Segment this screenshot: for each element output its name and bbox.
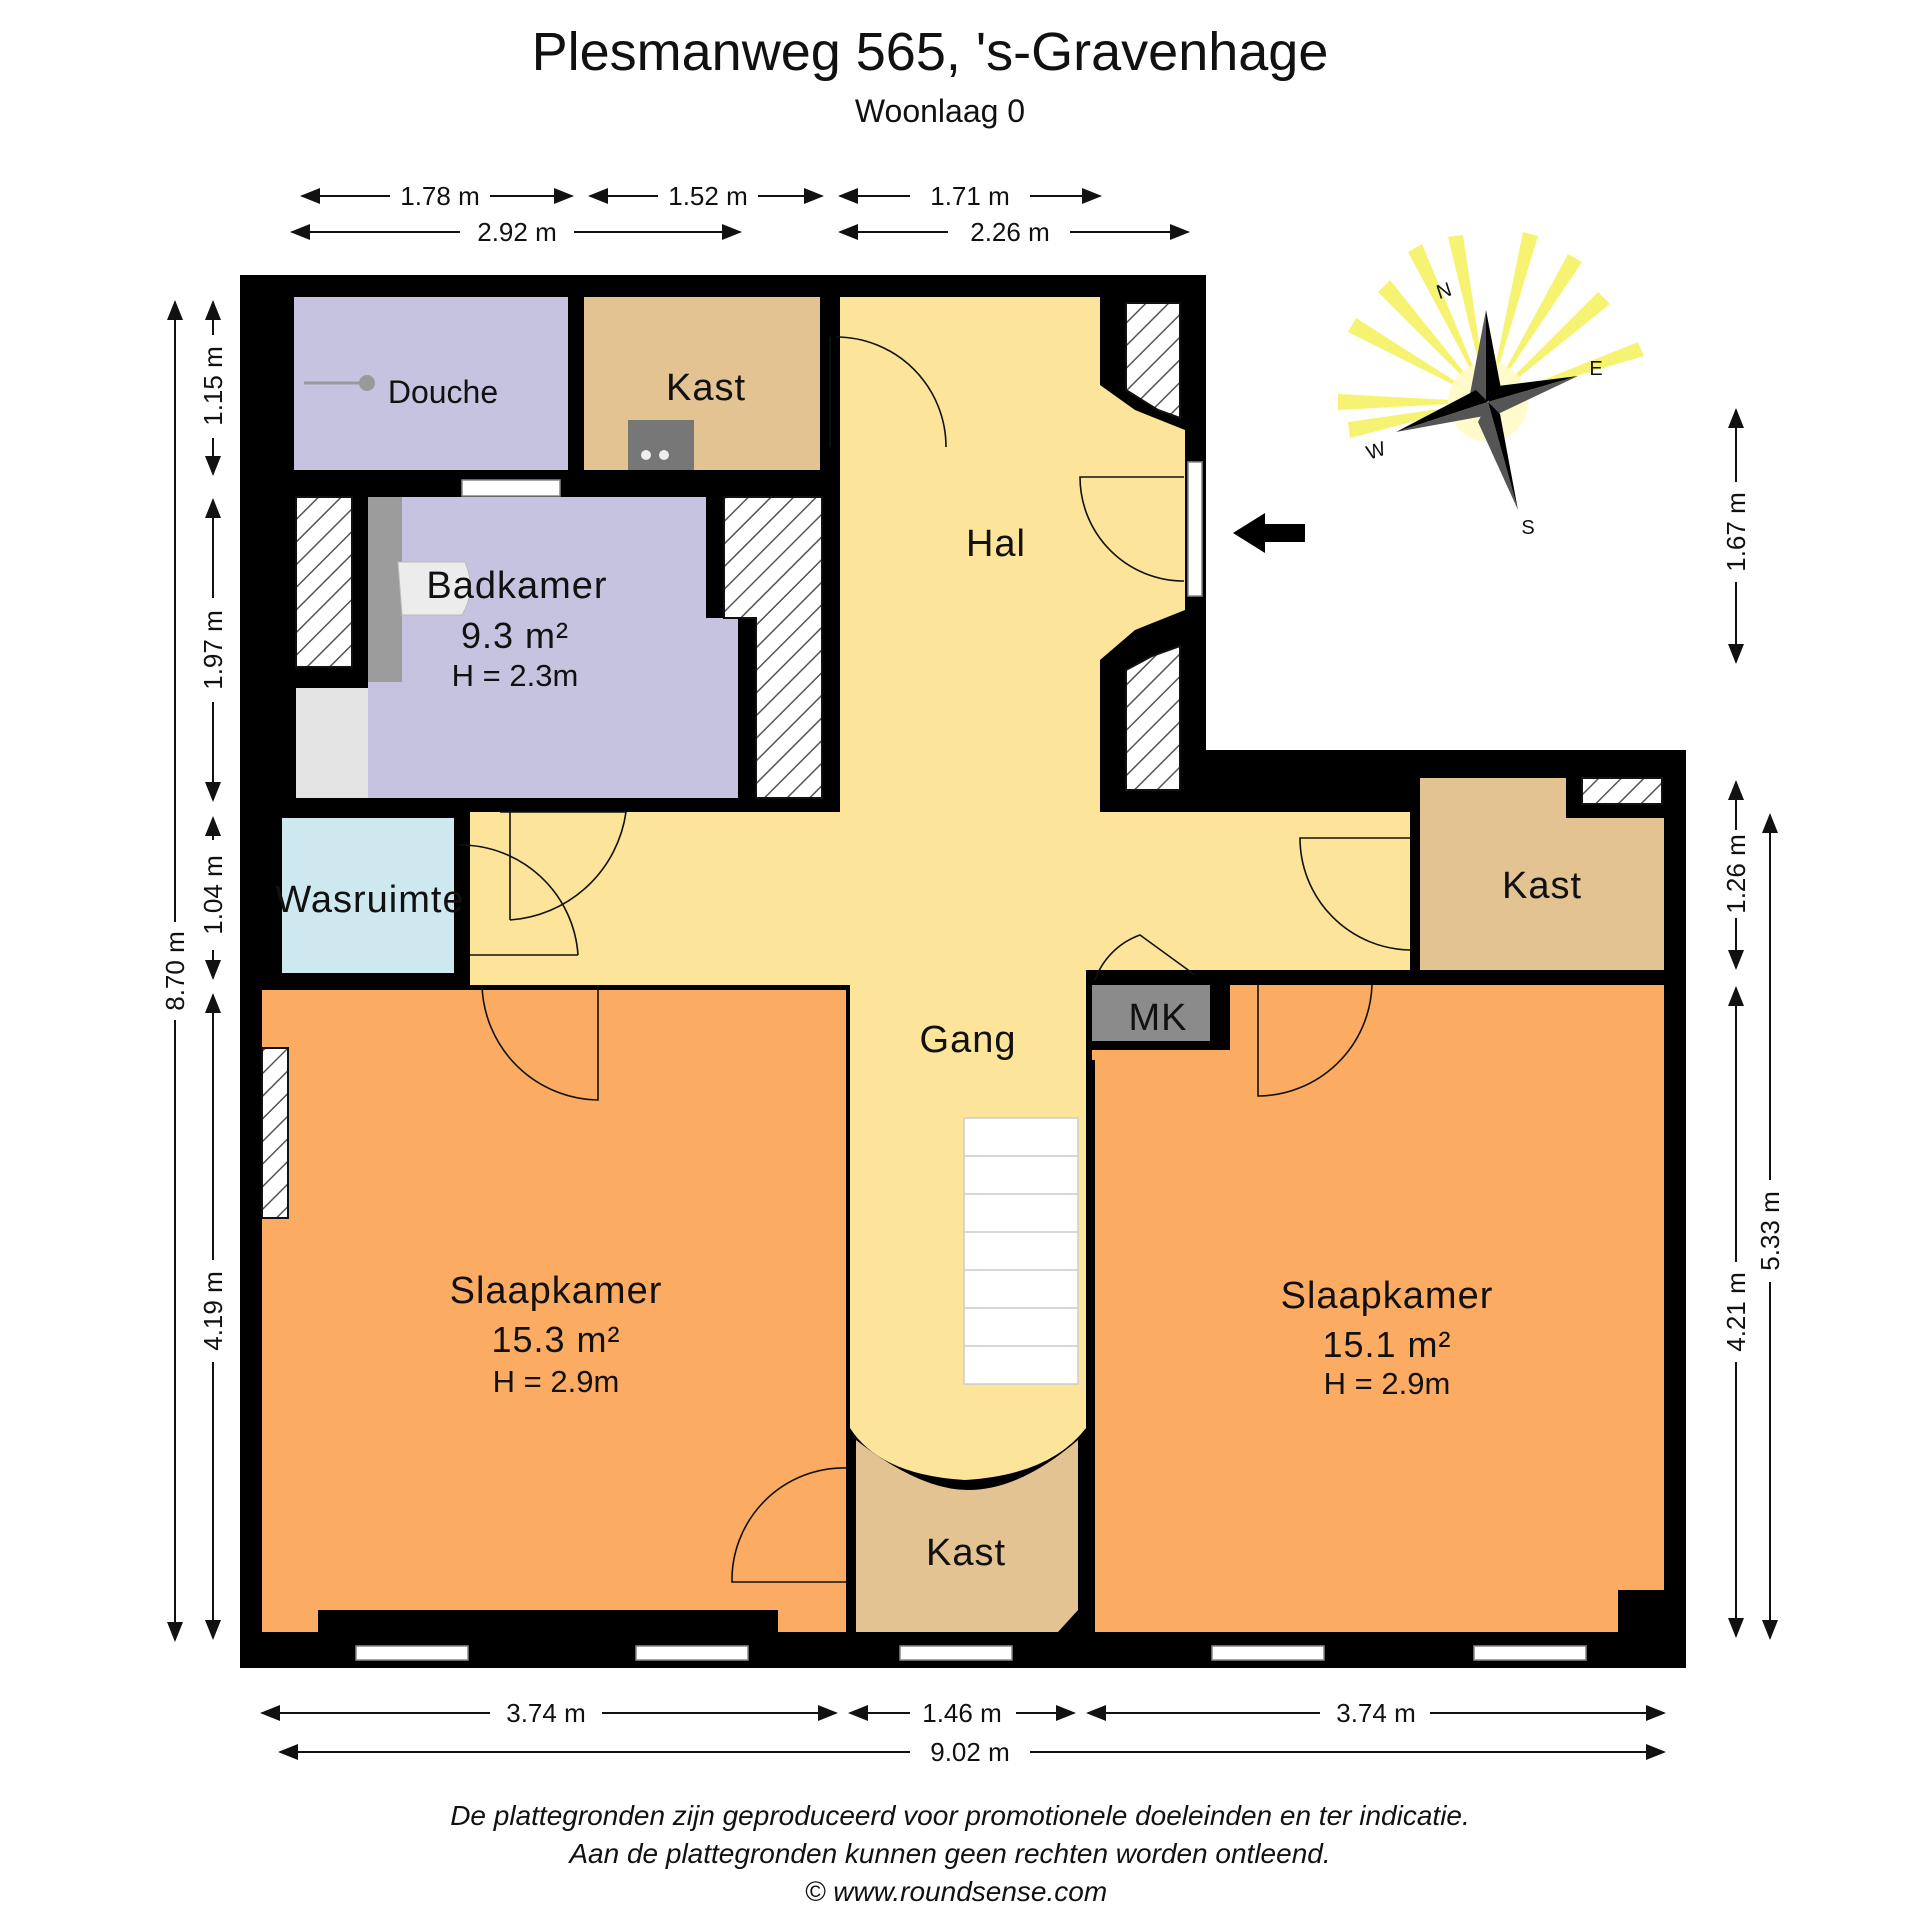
dim-bottom-2: 1.46 m	[922, 1698, 1002, 1728]
slaapkamer-right-area: 15.1 m²	[1322, 1324, 1451, 1365]
mk-floor	[1092, 985, 1210, 1041]
slaapkamer-left-floor	[262, 990, 846, 1632]
fixtures	[304, 375, 694, 470]
disclaimer-line-2: Aan de plattegronden kunnen geen rechten…	[567, 1838, 1330, 1869]
compass-n: N	[1434, 279, 1455, 304]
dim-top-3: 1.71 m	[930, 181, 1010, 211]
dim-top-1: 1.78 m	[400, 181, 480, 211]
stairs	[963, 1117, 1079, 1385]
rooms	[262, 297, 1664, 1632]
kast-top-label: Kast	[666, 367, 746, 409]
slaapkamer-left-area: 15.3 m²	[491, 1319, 620, 1360]
page-title: Plesmanweg 565, 's-Gravenhage	[532, 22, 1329, 82]
mk-label: MK	[1129, 997, 1188, 1039]
kast-top-floor	[584, 297, 820, 470]
kast-right-floor	[1420, 778, 1664, 970]
kast-bottom-label: Kast	[926, 1532, 1006, 1574]
slaapkamer-left-label: Slaapkamer	[450, 1270, 663, 1312]
kast-right-label: Kast	[1502, 865, 1582, 907]
compass-s: S	[1521, 517, 1534, 539]
disclaimer-line-3: © www.roundsense.com	[805, 1876, 1107, 1907]
dim-right-3: 4.21 m	[1721, 1272, 1751, 1352]
dim-left-4: 4.19 m	[198, 1271, 228, 1351]
compass-e: E	[1589, 358, 1602, 380]
dim-bottom-3: 3.74 m	[1336, 1698, 1416, 1728]
dim-left-3: 1.04 m	[198, 855, 228, 935]
disclaimer: De plattegronden zijn geproduceerd voor …	[450, 1800, 1470, 1907]
doors	[459, 336, 1411, 1583]
entrance-arrow-icon	[1233, 513, 1305, 553]
wasruimte-label: Wasruimte	[275, 879, 464, 921]
slaapkamer-right-floor	[1092, 985, 1664, 1632]
compass-icon: N E S W	[1338, 232, 1644, 539]
dimension-lines: 1.78 m 1.52 m 1.71 m 2.92 m 2.26 m 8.70 …	[160, 181, 1785, 1767]
disclaimer-line-1: De plattegronden zijn geproduceerd voor …	[450, 1800, 1470, 1831]
gang-label: Gang	[920, 1019, 1017, 1061]
page-subtitle: Woonlaag 0	[855, 93, 1025, 129]
slaapkamer-right-height: H = 2.9m	[1324, 1366, 1451, 1401]
hall-floor	[470, 297, 1410, 1480]
wasruimte-floor	[282, 818, 454, 973]
badkamer-area: 9.3 m²	[461, 615, 569, 656]
dim-bottom-1: 3.74 m	[506, 1698, 586, 1728]
dim-left-1: 1.15 m	[198, 346, 228, 426]
dim-right-2: 1.26 m	[1721, 834, 1751, 914]
slaapkamer-left-height: H = 2.9m	[493, 1364, 620, 1399]
shafts	[261, 302, 1663, 1219]
dim-top-2: 1.52 m	[668, 181, 748, 211]
room-labels: Douche Kast Badkamer 9.3 m² H = 2.3m Hal…	[275, 367, 1582, 1574]
dim-left-2: 1.97 m	[198, 610, 228, 690]
douche-label: Douche	[388, 374, 498, 410]
dim-bottom-total: 9.02 m	[930, 1737, 1010, 1767]
kast-bottom-floor	[856, 1440, 1078, 1632]
windows	[355, 461, 1587, 1661]
hal-label: Hal	[966, 523, 1026, 565]
dim-top-5: 2.26 m	[970, 217, 1050, 247]
dim-right-outer: 5.33 m	[1755, 1191, 1785, 1271]
slaapkamer-right-label: Slaapkamer	[1281, 1275, 1494, 1317]
badkamer-height: H = 2.3m	[452, 658, 579, 693]
badkamer-label: Badkamer	[426, 565, 607, 607]
dim-left-outer: 8.70 m	[160, 931, 190, 1011]
dim-right-1: 1.67 m	[1721, 492, 1751, 572]
dim-top-4: 2.92 m	[477, 217, 557, 247]
